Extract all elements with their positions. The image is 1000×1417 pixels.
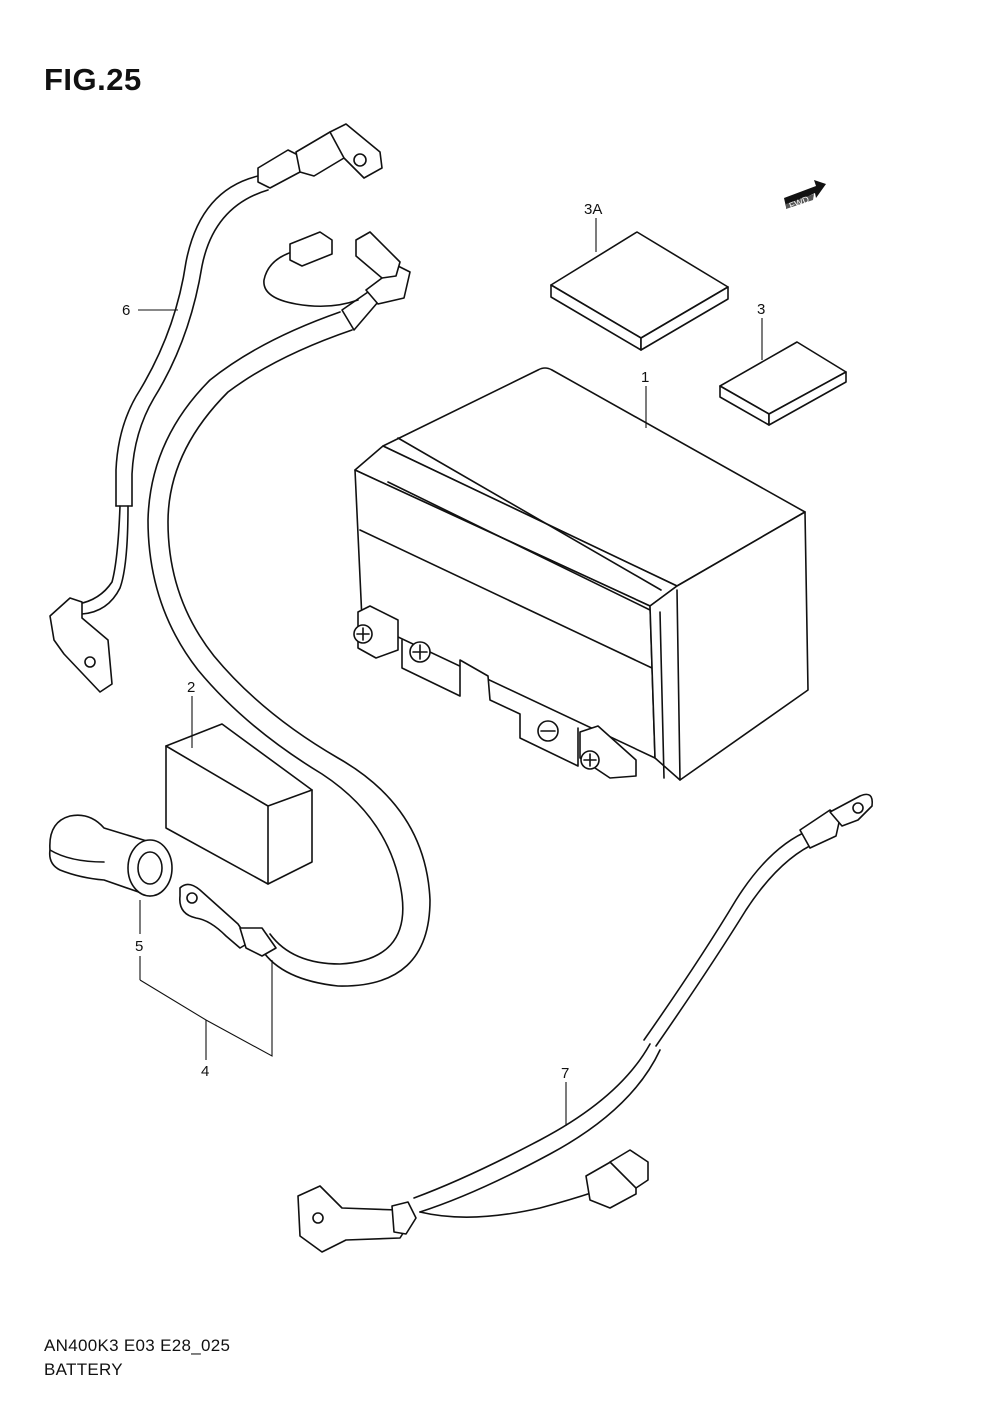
callout-6: 6: [122, 302, 130, 319]
part-5-terminal-cover: [48, 814, 173, 897]
callout-4: 4: [201, 1063, 209, 1080]
callout-2: 2: [187, 679, 195, 696]
callout-1: 1: [641, 369, 649, 386]
fwd-arrow-icon: FWD: [784, 180, 826, 211]
callout-labels: 1 2 3 3A 4 5 6 7: [122, 201, 765, 1126]
part-2-box: [165, 723, 313, 885]
callout-3a: 3A: [584, 201, 602, 218]
callout-5: 5: [135, 938, 143, 955]
callout-7: 7: [561, 1065, 569, 1082]
part-6-cable: [49, 123, 383, 693]
callout-3: 3: [757, 301, 765, 318]
figure-caption: BATTERY: [44, 1360, 123, 1379]
figure-code: AN400K3 E03 E28_025: [44, 1336, 231, 1355]
figure-title: FIG.25: [44, 62, 142, 97]
part-3-pad: [719, 341, 847, 426]
part-3a-pad: [550, 231, 729, 351]
figure-footer: AN400K3 E03 E28_025 BATTERY: [44, 1334, 230, 1382]
part-7-cable: [297, 793, 874, 1253]
part-1-battery: [353, 367, 809, 781]
part-4-cable: [147, 231, 431, 987]
